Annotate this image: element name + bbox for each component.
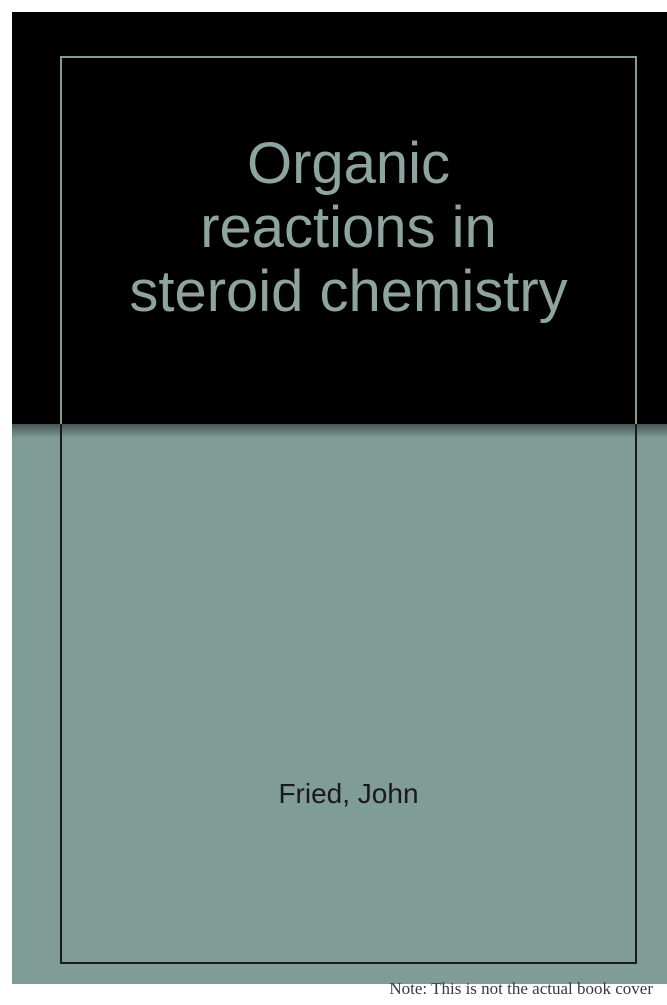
cover-disclaimer-note: Note: This is not the actual book cover (389, 979, 653, 998)
book-title: Organic reactions in steroid chemistry (129, 131, 568, 324)
band-shadow (12, 424, 667, 438)
book-author: Fried, John (278, 778, 419, 809)
title-band (12, 12, 667, 424)
book-cover: Organic reactions in steroid chemistry F… (12, 12, 667, 984)
cover-frame-lower (60, 424, 637, 964)
